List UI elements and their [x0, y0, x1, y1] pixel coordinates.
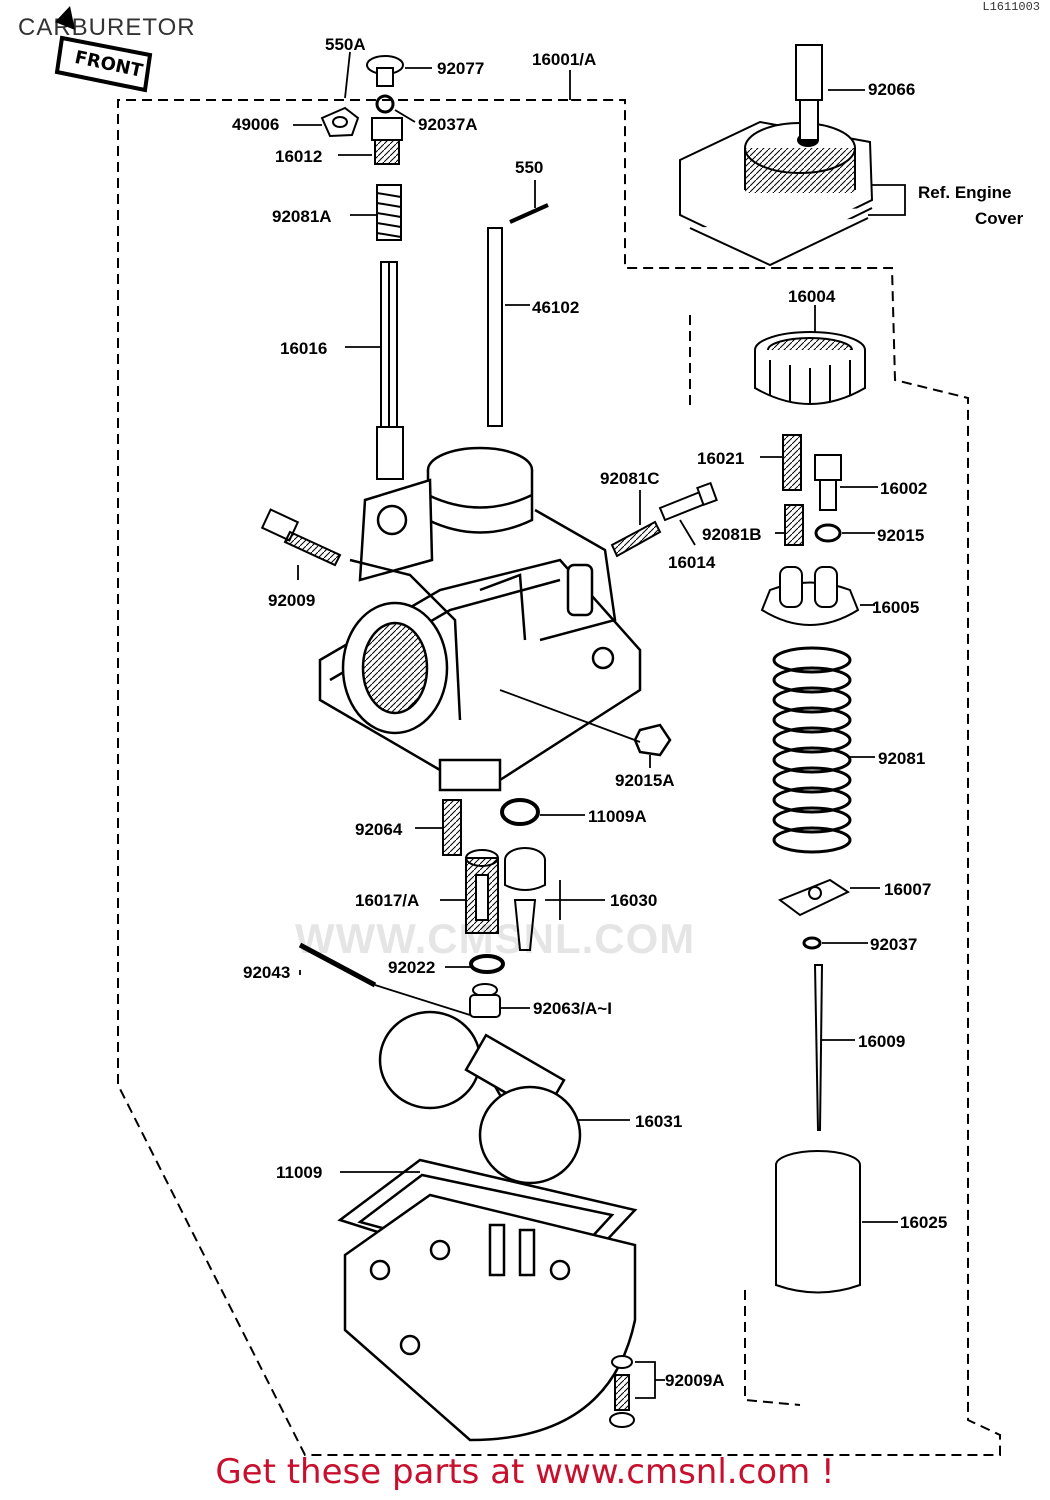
label-92043: 92043 [243, 963, 290, 982]
leader-lines [293, 51, 906, 1399]
label-16014: 16014 [668, 553, 716, 572]
label-92015a: 92015A [615, 771, 675, 790]
screw-92009 [260, 508, 342, 567]
label-92037a: 92037A [418, 115, 478, 134]
rod-46102 [487, 227, 503, 427]
label-16021: 16021 [697, 449, 744, 468]
spring-92081b [784, 504, 804, 546]
label-92009: 92009 [268, 591, 315, 610]
bolt-16002 [814, 454, 842, 511]
clip-550 [509, 203, 549, 224]
label-92063a: 92063/A~I [533, 999, 612, 1018]
bolt-92066 [795, 44, 823, 141]
label-11009a: 11009A [588, 807, 647, 826]
label-ref-engine: Ref. Engine [918, 183, 1012, 202]
label-92015: 92015 [877, 526, 924, 545]
float-16031 [378, 1010, 582, 1185]
label-11009: 11009 [276, 1163, 322, 1182]
label-16004: 16004 [788, 287, 836, 306]
front-indicator: FRONT [54, 6, 153, 93]
valve-seat-16030 [504, 847, 546, 951]
label-550a: 550A [325, 35, 366, 54]
label-ref-cover: Cover [975, 209, 1024, 228]
jet-92063 [469, 983, 501, 1018]
washer-92022 [469, 954, 505, 974]
nut-49006 [320, 106, 360, 138]
boundary-frame [117, 99, 1001, 1456]
label-16007: 16007 [884, 880, 931, 899]
adjuster-16012 [371, 117, 403, 165]
plate-16007 [777, 878, 851, 917]
float-bowl [337, 1158, 638, 1442]
label-92037: 92037 [870, 935, 917, 954]
cable-16016 [376, 261, 404, 480]
diagram-code: L1611003 [982, 0, 1040, 14]
label-16031: 16031 [635, 1112, 682, 1131]
drain-screw-92009a [609, 1355, 635, 1428]
clip-92037 [802, 936, 822, 950]
ring-92037a [375, 94, 395, 114]
cap-16004 [754, 331, 866, 405]
get-parts-link[interactable]: Get these parts at www.cmsnl.com ! [215, 1452, 835, 1492]
pin-92043 [298, 942, 377, 988]
label-550: 550 [515, 158, 543, 177]
label-16025: 16025 [900, 1213, 947, 1232]
label-16005: 16005 [872, 598, 919, 617]
spring-92081c [610, 520, 662, 558]
label-92081a: 92081A [272, 207, 332, 226]
watermark: WWW.CMSNL.COM [295, 915, 696, 962]
label-92009a: 92009A [665, 1371, 725, 1390]
label-92081b: 92081B [702, 525, 762, 544]
label-16009: 16009 [858, 1032, 905, 1051]
label-92066: 92066 [868, 80, 915, 99]
part-labels: 550A 92077 16001/A 92066 49006 92037A 16… [232, 35, 1024, 1390]
needle-16009 [813, 964, 824, 1131]
engine-cover [679, 120, 874, 267]
label-92064: 92064 [355, 820, 403, 839]
ring-11009a [500, 798, 540, 826]
jet-92064 [442, 799, 462, 856]
slide-16025 [775, 1150, 861, 1294]
spring-92081 [772, 646, 852, 854]
label-46102: 46102 [532, 298, 579, 317]
label-92081c: 92081C [600, 469, 660, 488]
label-16012: 16012 [275, 147, 322, 166]
holder-16005 [760, 566, 860, 626]
page-title: CARBURETOR [18, 14, 196, 41]
label-92081: 92081 [878, 749, 925, 768]
label-16002: 16002 [880, 479, 927, 498]
label-16030: 16030 [610, 891, 657, 910]
jet-16017a [465, 849, 499, 934]
carburetor-body [318, 446, 642, 792]
screw-16014 [658, 481, 718, 522]
nut-92015 [814, 523, 842, 543]
cap-screw-92077 [366, 55, 404, 87]
screw-16021 [782, 434, 802, 491]
label-92077: 92077 [437, 59, 484, 78]
label-16016: 16016 [280, 339, 327, 358]
nut-92015a [633, 723, 672, 757]
label-92022: 92022 [388, 958, 435, 977]
label-16017a: 16017/A [355, 891, 419, 910]
label-16001a: 16001/A [532, 50, 596, 69]
label-49006: 49006 [232, 115, 279, 134]
spring-92081a [376, 184, 402, 241]
